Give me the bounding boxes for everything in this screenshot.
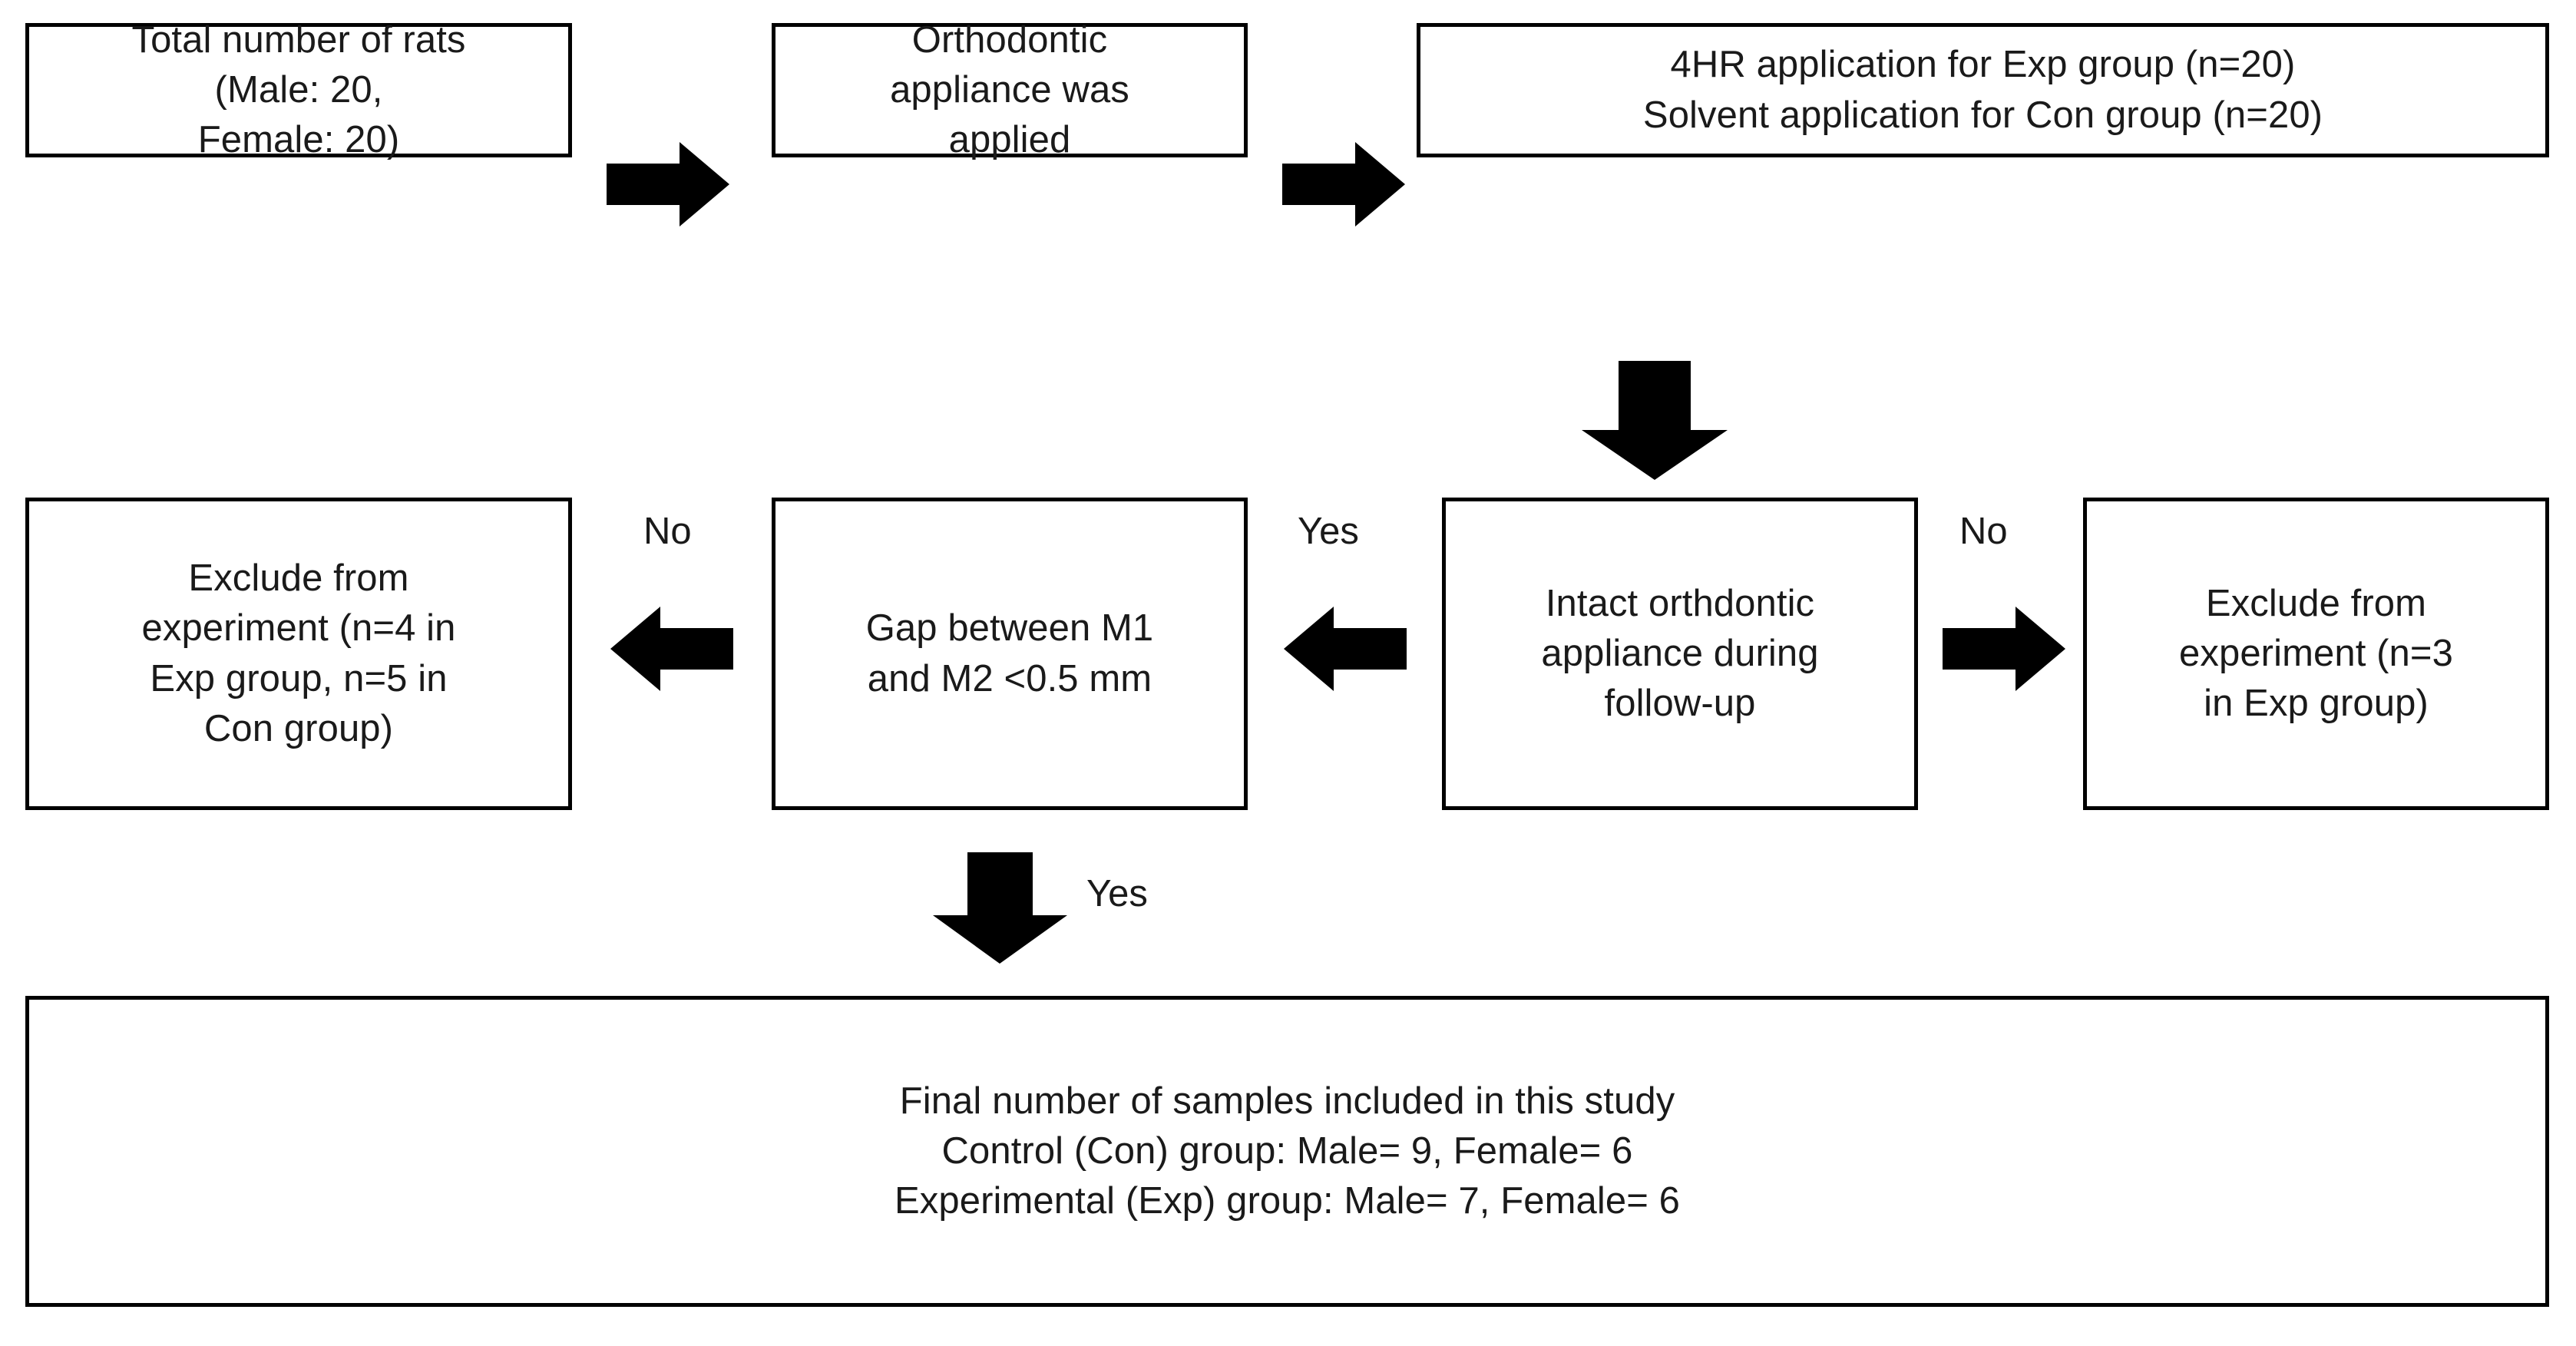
gap-check-box: Gap between M1 and M2 <0.5 mm (772, 498, 1248, 810)
exclude-right-text: Exclude from experiment (n=3 in Exp grou… (2179, 582, 2453, 725)
exclude-left-box: Exclude from experiment (n=4 in Exp grou… (25, 498, 572, 810)
edge-label-intact-no: No (1959, 511, 2008, 552)
arrow-left-icon-intact-to-gap (1284, 607, 1407, 691)
arrow-down-icon-gap-to-final (933, 852, 1067, 964)
appliance-applied-text: Orthodontic appliance was applied (890, 18, 1129, 161)
arrow-down-icon-application-to-intact (1582, 361, 1728, 480)
gap-check-text: Gap between M1 and M2 <0.5 mm (865, 607, 1154, 699)
intact-check-box: Intact orthdontic appliance during follo… (1442, 498, 1918, 810)
edge-label-gap-yes: Yes (1298, 511, 1359, 552)
arrow-left-icon-gap-to-exclude-left (610, 607, 733, 691)
appliance-applied-box: Orthodontic appliance was applied (772, 19, 1248, 160)
arrow-right-icon-appliance-to-application (1282, 142, 1405, 227)
application-box: 4HR application for Exp group (n=20) Sol… (1417, 23, 2549, 157)
final-samples-box: Final number of samples included in this… (25, 996, 2549, 1307)
edge-label-gap-yes-down: Yes (1086, 873, 1148, 914)
arrow-right-icon-total-to-appliance (607, 142, 729, 227)
intact-check-text: Intact orthdontic appliance during follo… (1541, 582, 1819, 725)
final-samples-text: Final number of samples included in this… (894, 1080, 1680, 1222)
exclude-left-text: Exclude from experiment (n=4 in Exp grou… (141, 557, 456, 749)
total-rats-box: Total number of rats (Male: 20, Female: … (25, 19, 572, 160)
edge-label-gap-no: No (643, 511, 692, 552)
total-rats-text: Total number of rats (Male: 20, Female: … (131, 18, 466, 161)
exclude-right-box: Exclude from experiment (n=3 in Exp grou… (2083, 498, 2549, 810)
arrow-right-icon-intact-to-exclude-right (1943, 607, 2065, 691)
application-text: 4HR application for Exp group (n=20) Sol… (1642, 44, 2323, 136)
